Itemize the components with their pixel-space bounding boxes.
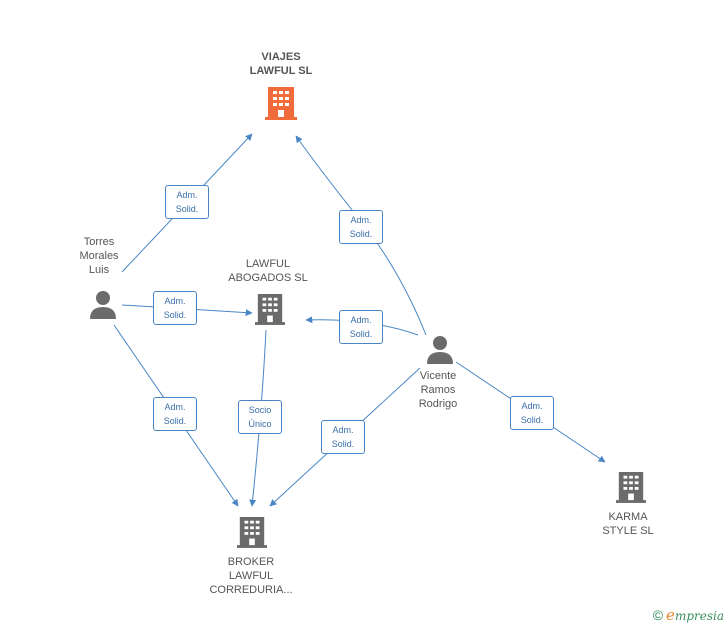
node-label-viajes[interactable]: VIAJES LAWFUL SL xyxy=(249,51,313,77)
node-label-broker[interactable]: BROKER LAWFUL CORREDURIA... xyxy=(209,556,293,596)
edge-label-vicente-karma[interactable]: Adm. Solid. xyxy=(510,396,554,430)
edge-label-torres-viajes[interactable]: Adm. Solid. xyxy=(165,185,209,219)
building-icon[interactable] xyxy=(255,292,285,331)
person-icon[interactable] xyxy=(425,334,455,369)
edge-label-torres-lawful[interactable]: Adm. Solid. xyxy=(153,291,197,325)
node-label-karma[interactable]: KARMA STYLE SL xyxy=(602,511,654,537)
brand-initial: e xyxy=(666,606,675,624)
node-label-vicente[interactable]: Vicente Ramos Rodrigo xyxy=(418,370,458,410)
copyright-icon: © xyxy=(652,607,664,623)
node-label-lawful-abogados[interactable]: LAWFUL ABOGADOS SL xyxy=(228,258,308,284)
brand-name: mpresia xyxy=(674,609,724,623)
edge-label-vicente-viajes[interactable]: Adm. Solid. xyxy=(339,210,383,244)
footer-brand: ©empresia xyxy=(653,606,724,624)
edge-label-vicente-lawful[interactable]: Adm. Solid. xyxy=(339,310,383,344)
edge-label-lawful-broker[interactable]: Socio Único xyxy=(238,400,282,434)
node-label-torres[interactable]: Torres Morales Luis xyxy=(79,236,119,276)
building-icon[interactable] xyxy=(237,515,267,554)
person-icon[interactable] xyxy=(88,289,118,324)
building-icon[interactable] xyxy=(265,86,297,125)
building-icon[interactable] xyxy=(616,470,646,509)
edge-label-vicente-broker[interactable]: Adm. Solid. xyxy=(321,420,365,454)
edge-label-torres-broker[interactable]: Adm. Solid. xyxy=(153,397,197,431)
